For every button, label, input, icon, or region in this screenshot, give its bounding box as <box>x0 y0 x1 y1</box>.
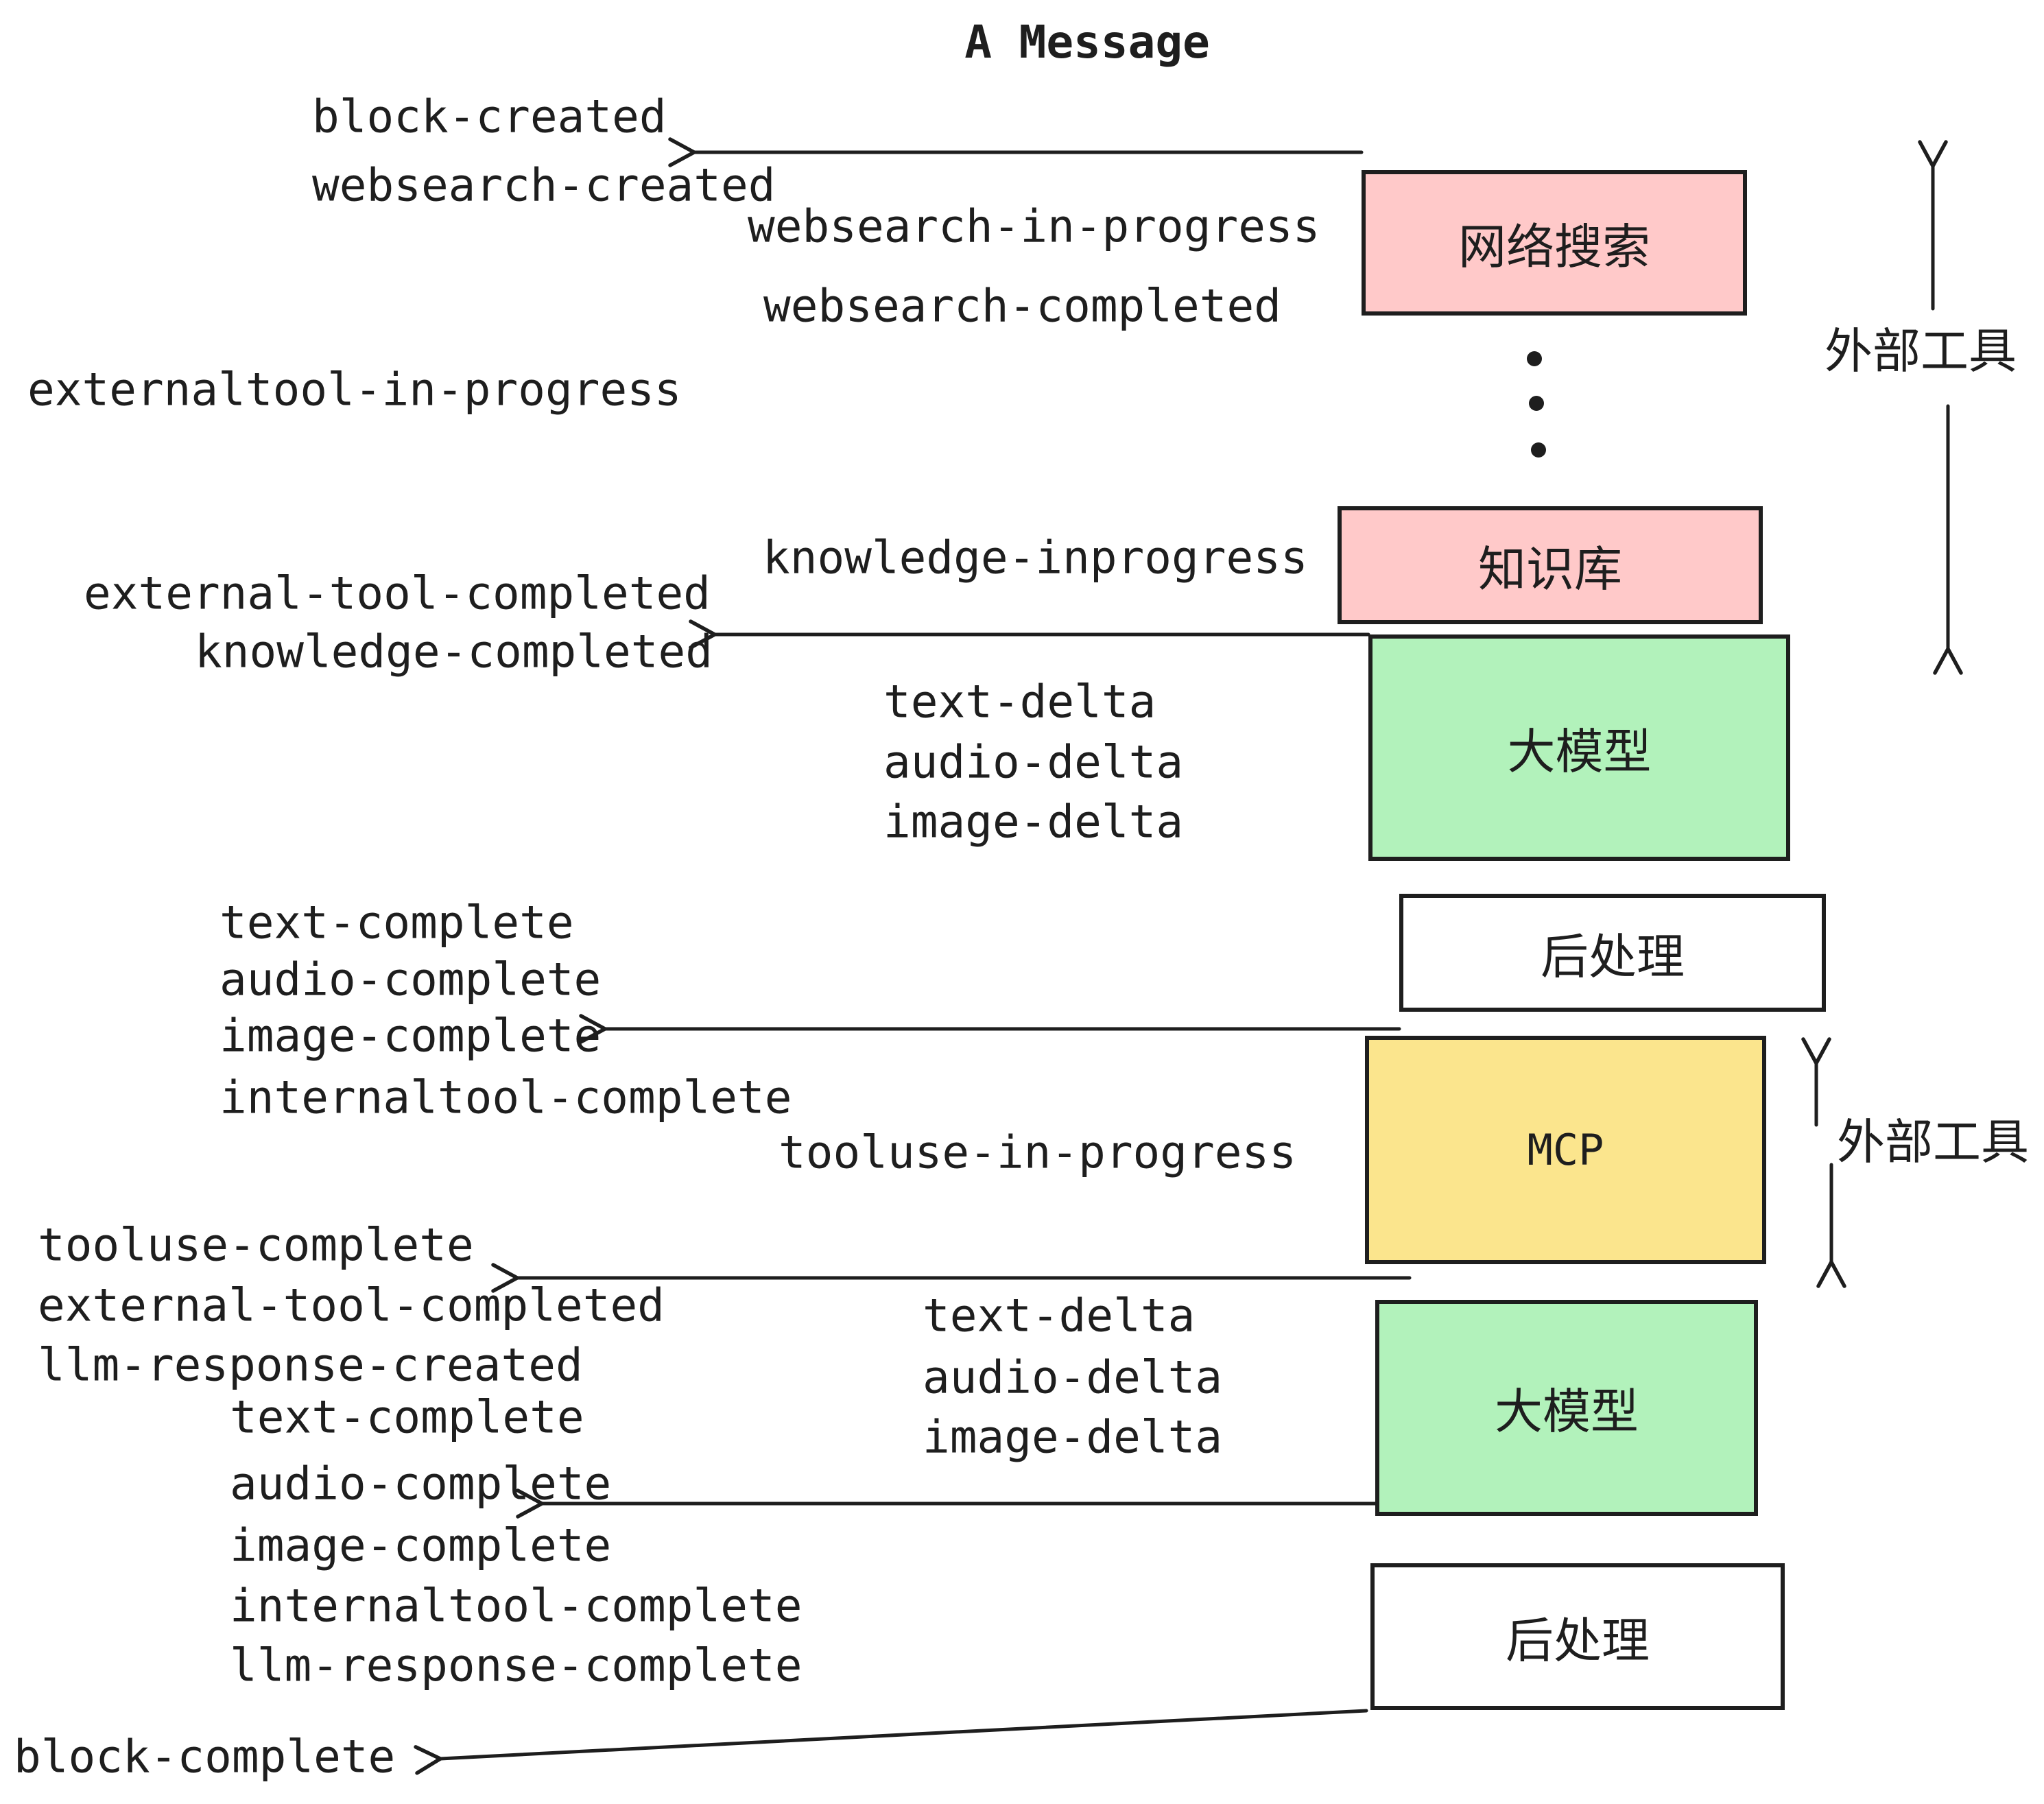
event-block-complete: block-complete <box>14 1730 396 1783</box>
event-text-complete-1: text-complete <box>219 896 574 949</box>
box-postprocess-2: 后处理 <box>1370 1563 1785 1710</box>
event-external-tool-completed-2: external-tool-completed <box>38 1279 665 1332</box>
event-tooluse-in-progress: tooluse-in-progress <box>779 1126 1296 1179</box>
box-postprocess-1-label: 后处理 <box>1541 928 1685 985</box>
box-knowledge: 知识库 <box>1338 506 1763 624</box>
event-image-delta-1: image-delta <box>883 795 1184 848</box>
event-block-created: block-created <box>312 90 667 143</box>
event-internaltool-complete-2: internaltool-complete <box>230 1579 803 1633</box>
vertical-ellipsis-dot-icon <box>1531 442 1546 458</box>
box-postprocess-1: 后处理 <box>1399 894 1826 1012</box>
annotation-external-tools-top: 外部工具 <box>1825 323 2017 379</box>
annotation-external-tools-mcp: 外部工具 <box>1837 1114 2029 1170</box>
event-external-tool-completed-1: external-tool-completed <box>84 567 711 620</box>
box-mcp-label: MCP <box>1527 1125 1604 1175</box>
diagram-title: A Message <box>964 16 1210 69</box>
event-audio-complete-1: audio-complete <box>219 953 602 1006</box>
event-tooluse-complete: tooluse-complete <box>38 1218 474 1272</box>
event-knowledge-completed: knowledge-completed <box>195 625 713 678</box>
event-websearch-created: websearch-created <box>312 158 776 212</box>
event-websearch-in-progress: websearch-in-progress <box>748 200 1320 253</box>
event-knowledge-inprogress: knowledge-inprogress <box>763 531 1308 584</box>
event-websearch-completed: websearch-completed <box>763 279 1281 333</box>
event-text-delta-1: text-delta <box>883 675 1156 728</box>
box-llm-1-label: 大模型 <box>1507 723 1652 780</box>
event-image-complete-2: image-complete <box>230 1519 612 1572</box>
event-audio-complete-2: audio-complete <box>230 1457 612 1510</box>
event-image-complete-1: image-complete <box>219 1009 602 1063</box>
box-knowledge-label: 知识库 <box>1478 541 1622 597</box>
event-image-delta-2: image-delta <box>923 1410 1223 1464</box>
event-audio-delta-2: audio-delta <box>923 1351 1223 1404</box>
box-llm-2-label: 大模型 <box>1495 1384 1639 1440</box>
box-websearch: 网络搜索 <box>1362 170 1747 316</box>
event-externaltool-in-progress: externaltool-in-progress <box>27 363 682 416</box>
event-text-delta-2: text-delta <box>923 1289 1196 1342</box>
event-audio-delta-1: audio-delta <box>883 735 1184 789</box>
box-postprocess-2-label: 后处理 <box>1506 1612 1650 1669</box>
vertical-ellipsis-dot-icon <box>1529 396 1544 411</box>
box-llm-2: 大模型 <box>1375 1300 1758 1516</box>
box-websearch-label: 网络搜索 <box>1458 218 1650 275</box>
event-llm-response-complete: llm-response-complete <box>230 1639 803 1692</box>
event-text-complete-2: text-complete <box>230 1390 584 1444</box>
box-mcp: MCP <box>1365 1036 1766 1264</box>
vertical-ellipsis-dot-icon <box>1527 351 1542 366</box>
arrow-to-block-complete-icon <box>414 1709 1368 1775</box>
box-llm-1: 大模型 <box>1368 634 1790 861</box>
event-internaltool-complete-1: internaltool-complete <box>219 1071 792 1124</box>
event-llm-response-created: llm-response-created <box>38 1338 583 1392</box>
